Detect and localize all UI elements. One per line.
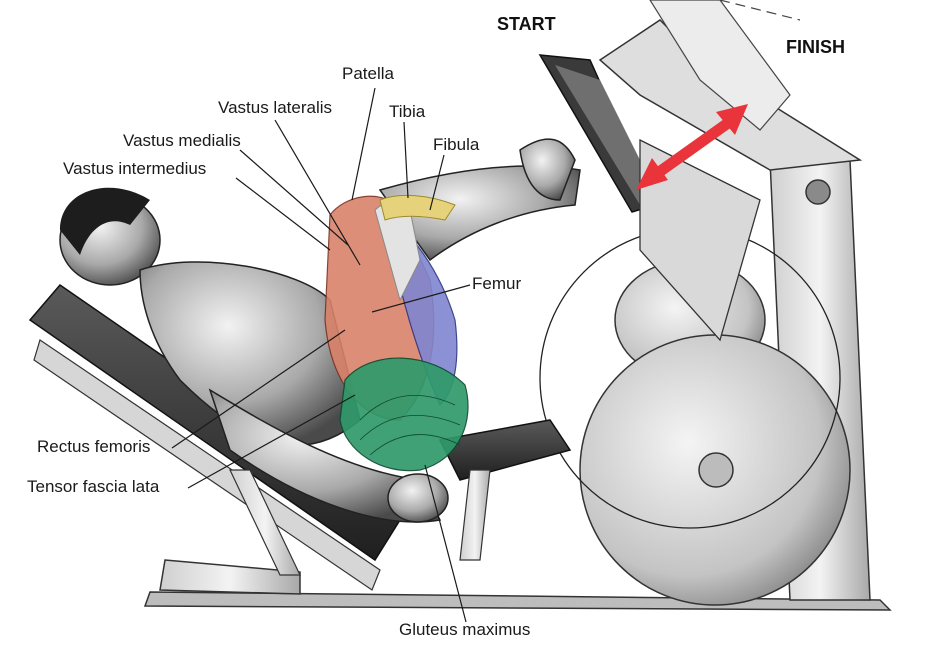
label-gluteus-maximus: Gluteus maximus: [399, 620, 531, 639]
gluteus-maximus-muscle: [339, 357, 469, 472]
finish-heading: FINISH: [786, 37, 846, 57]
patella-tendon: [379, 195, 456, 221]
start-heading: START: [497, 14, 556, 34]
leader-lines: [171, 87, 471, 623]
label-tensor-fascia-lata: Tensor fascia lata: [27, 477, 160, 496]
label-rectus-femoris: Rectus femoris: [37, 437, 151, 456]
machine-base: [143, 559, 892, 611]
label-femur: Femur: [472, 274, 522, 293]
label-patella: Patella: [342, 64, 394, 83]
movement-arrow: [636, 104, 748, 190]
label-vastus-intermedius: Vastus intermedius: [63, 159, 207, 178]
label-tibia: Tibia: [389, 102, 426, 121]
athlete-body: [59, 187, 449, 523]
leg: [324, 138, 581, 472]
label-fibula: Fibula: [433, 135, 480, 154]
label-vastus-lateralis: Vastus lateralis: [218, 98, 333, 117]
foot-platform: [538, 54, 761, 342]
label-vastus-medialis: Vastus medialis: [123, 131, 241, 150]
